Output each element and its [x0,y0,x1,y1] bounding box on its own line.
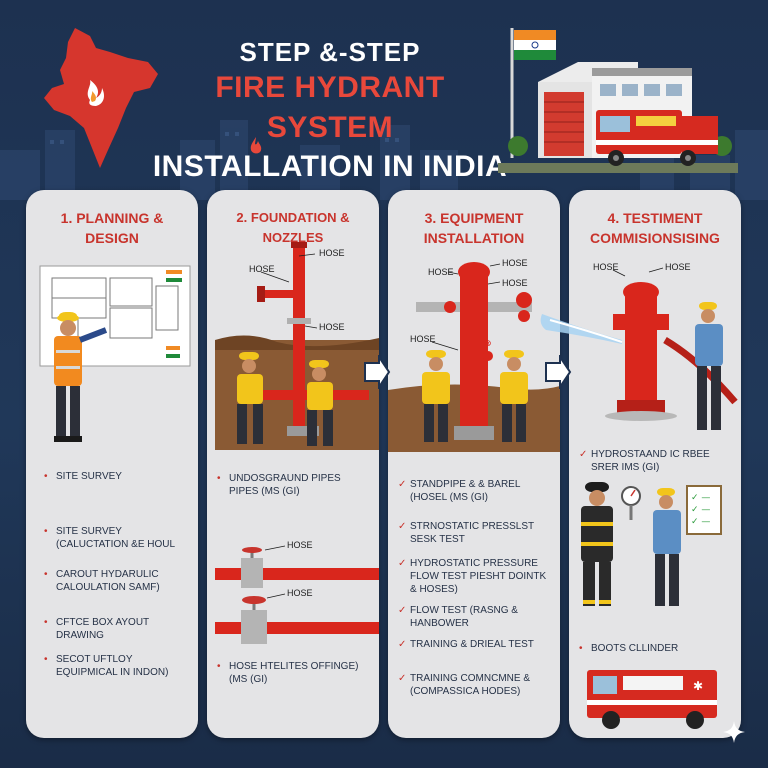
title-line-2: FIRE HYDRANT SYSTEM [215,71,445,144]
water-spray-icon [540,314,623,344]
planning-illustration [39,265,191,442]
panel-equipment-installation: 3. EQUIPMENT INSTALLATION ⊗ HOSE HOSE HO… [388,190,560,738]
india-flag-icon [514,30,556,60]
bullet-dot: • [217,661,221,672]
flame-icon [250,137,262,154]
bullet-item: ✓TRAINING & DRIEAL TEST [398,639,534,650]
check-mark: ✓ [398,639,407,650]
check-mark: ✓ [398,521,407,532]
bullet-dot: • [44,471,48,482]
bullet-item: •SECOT UFTLOY EQUIPMICAL IN INDON) [44,654,169,678]
check-mark: ✓ [398,479,407,490]
bullet-dot: • [44,654,48,665]
foundation-illustration: HOSE HOSE HOSE HOSE [215,242,379,630]
hose-label: HOSE [287,588,313,598]
sparkle-icon [723,721,745,743]
india-flag-icon [166,270,182,358]
svg-text:✓ —: ✓ — [691,517,710,527]
bullet-dot: • [44,617,48,628]
check-mark: ✓ [398,673,407,684]
worker-figure [695,302,723,430]
hose-label: HOSE [502,278,528,288]
bullet-dot: • [44,569,48,580]
panel-title: 3. EQUIPMENT INSTALLATION [423,210,525,246]
bullet-item: •BOOTS CLLINDER [579,643,679,654]
svg-text:✓ —: ✓ — [691,493,710,503]
bullet-item: •UNDOSGRAUND PIPES PIPES (MS (GI) [217,473,341,497]
hose-label: HOSE [410,334,436,344]
engineer-figure [54,312,108,442]
arrow-right-icon [364,355,391,389]
hose-label: HOSE [319,248,345,258]
hose-label: HOSE [593,262,619,272]
installation-illustration: ⊗ HOSE HOSE HOSE HOSE [388,258,560,452]
india-map-icon [30,18,180,178]
worker-figure [237,352,263,444]
valve-illustration: HOSE [215,588,379,644]
bullet-item: ✓STRNOSTATIC PRESSLST SESK TEST [398,521,534,545]
testing-illustration: HOSE HOSE [581,262,738,729]
svg-text:⊗: ⊗ [484,339,492,349]
arrow-right-icon [545,355,572,389]
check-mark: ✓ [579,449,588,460]
fire-station-icon [488,18,748,178]
bullet-item: •SITE SURVEY (CALUCTATION &E HOUL [44,526,176,550]
panel-title: 1. PLANNING & DESIGN [60,210,164,246]
panel-planning-design: 1. PLANNING & DESIGN [26,190,198,738]
fire-truck-icon: ✱ [587,670,717,729]
hose-label: HOSE [665,262,691,272]
svg-text:✱: ✱ [693,679,703,693]
panel-title: 4. TESTIMENT COMMISIONSISING [590,210,720,246]
panel-testing-commissioning: 4. TESTIMENT COMMISIONSISING HOSE HOSE [569,190,741,738]
bullet-item: ✓HYDROSTAAND IC RBEE SRER IMS (GI) [579,449,710,473]
worker-figure [307,360,333,446]
check-mark: ✓ [398,558,407,569]
worker-figure [500,350,528,442]
hose-label: HOSE [428,267,454,277]
panel-foundation-nozzles: 2. FOUNDATION & NOZZLES HOSE HOSE HOSE [207,190,379,738]
hose-label: HOSE [319,322,345,332]
bullet-item: •HOSE HTELITES OFFINGE) (MS (GI) [217,661,359,685]
bullet-dot: • [217,473,221,484]
worker-figure [422,350,450,442]
worker-figure [653,488,681,606]
title-line-1: STEP &-STEP [239,37,421,67]
bullet-item: •CFTCE BOX AYOUT DRAWING [44,617,149,641]
header-title: STEP &-STEP FIRE HYDRANT SYSTEM INSTALLA… [150,36,510,186]
bullet-item: ✓TRAINING COMNCMNE & (COMPASSICA HODES) [398,673,530,697]
bullet-dot: • [44,526,48,537]
bullet-item: •SITE SURVEY [44,471,122,482]
bullet-item: ✓HYDROSTATIC PRESSURE FLOW TEST PIESHT D… [398,558,547,595]
bullet-item: •CAROUT HYDARULIC CALOULATION SAMF) [44,569,160,593]
title-line-3: INSTALLATION IN INDIA [152,150,508,183]
hose-label: HOSE [502,258,528,268]
panel-title: 2. FOUNDATION & NOZZLES [236,210,350,245]
firefighter-figure [581,482,613,606]
gauge-icon [621,486,641,520]
hose-label: HOSE [287,540,313,550]
hose-label: HOSE [249,264,275,274]
bullet-dot: • [579,643,583,654]
check-mark: ✓ [398,605,407,616]
bullet-item: ✓STANDPIPE & & BAREL (HOSEL (MS (GI) [398,479,521,503]
bullet-item: ✓FLOW TEST (RASNG & HANBOWER [398,605,518,629]
svg-text:✓ —: ✓ — [691,505,710,515]
checklist-icon: ✓ — ✓ — ✓ — [686,485,722,535]
